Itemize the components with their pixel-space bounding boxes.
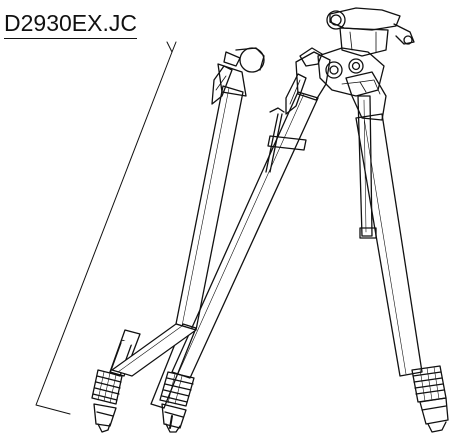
leg-middle-foot — [161, 403, 187, 433]
tripod-leg-middle — [159, 47, 331, 433]
leg-left-lower-section — [111, 323, 197, 377]
leg-left-foot — [93, 403, 117, 433]
leg-right-foot — [419, 397, 449, 433]
leg-left-lock-collar — [91, 369, 123, 405]
leg-middle-clamp — [265, 107, 307, 173]
leader-bracket — [35, 41, 177, 415]
leg-right-lock-collar — [411, 365, 447, 403]
tripod-head — [317, 7, 415, 239]
part-number-label: D2930EX.JC — [4, 10, 137, 39]
tripod-leg-right — [345, 71, 449, 433]
leg-middle-lock-collar — [159, 371, 195, 407]
